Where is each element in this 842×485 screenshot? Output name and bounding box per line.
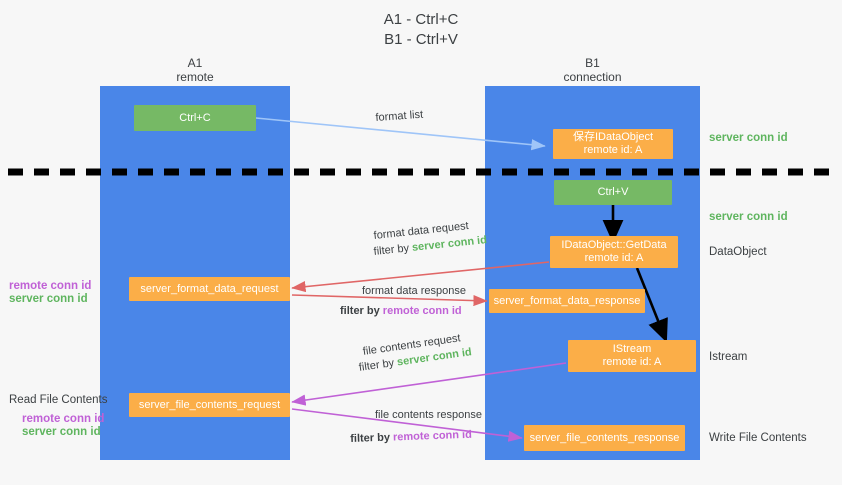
box-server-file-contents-response[interactable]: server_file_contents_response (524, 425, 685, 451)
box-save-idataobject-line2: remote id: A (583, 144, 643, 156)
box-ctrl-c[interactable]: Ctrl+C (134, 105, 256, 131)
lane-b1-sub: connection (563, 70, 622, 84)
box-server-format-data-request[interactable]: server_format_data_request (129, 277, 290, 301)
title-line-1: A1 - Ctrl+C (383, 11, 459, 28)
lane-header-b1: B1 connection (485, 56, 700, 84)
edge-label-format-data-response-filter: filter by remote conn id (340, 304, 462, 318)
label-server-conn-id-top: server conn id (709, 132, 788, 144)
filter-prefix: filter by (373, 241, 413, 258)
lane-a1-sub: remote (176, 70, 214, 84)
filter-prefix: filter by (350, 431, 394, 445)
filter-value-remote-conn-id: remote conn id (392, 428, 473, 444)
label-server-conn-id-2: server conn id (22, 426, 101, 438)
box-server-format-data-request-label: server_format_data_request (140, 282, 279, 295)
label-server-conn-id-1: server conn id (9, 293, 88, 305)
box-server-file-contents-request-label: server_file_contents_request (138, 398, 281, 411)
box-save-idataobject-line1: 保存IDataObject (572, 131, 654, 143)
box-getdata-line1: IDataObject::GetData (561, 239, 667, 251)
box-server-format-data-response-label: server_format_data_response (493, 294, 641, 307)
box-server-format-data-response[interactable]: server_format_data_response (489, 289, 645, 313)
filter-prefix: filter by (340, 305, 383, 317)
label-server-conn-id-mid: server conn id (709, 211, 788, 223)
box-ctrl-v[interactable]: Ctrl+V (554, 180, 672, 205)
box-server-file-contents-request[interactable]: server_file_contents_request (129, 393, 290, 417)
label-remote-conn-id-2: remote conn id (22, 413, 105, 425)
title-line-2: B1 - Ctrl+V (384, 31, 458, 48)
label-read-file-contents: Read File Contents (9, 394, 108, 406)
box-ctrl-c-label: Ctrl+C (179, 111, 211, 124)
edge-label-format-list: format list (375, 108, 424, 124)
filter-prefix: filter by (358, 356, 398, 374)
box-istream[interactable]: IStream remote id: A (568, 340, 696, 372)
label-dataobject: DataObject (709, 246, 767, 258)
label-remote-conn-id-1: remote conn id (9, 280, 92, 292)
box-istream-line1: IStream (612, 343, 652, 355)
label-write-file-contents: Write File Contents (709, 432, 807, 444)
filter-value-remote-conn-id: remote conn id (382, 305, 462, 317)
box-istream-line2: remote id: A (602, 356, 662, 368)
lane-b1-name: B1 (585, 56, 600, 70)
box-idataobject-getdata[interactable]: IDataObject::GetData remote id: A (550, 236, 678, 268)
lane-a1-name: A1 (187, 56, 203, 70)
box-ctrl-v-label: Ctrl+V (597, 186, 629, 198)
box-save-idataobject[interactable]: 保存IDataObject remote id: A (553, 129, 673, 159)
box-getdata-line2: remote id: A (584, 252, 644, 264)
lane-header-a1: A1 remote (100, 56, 290, 84)
label-istream: Istream (709, 351, 748, 363)
edge-label-format-data-response: format data response (362, 285, 466, 297)
box-server-file-contents-response-label: server_file_contents_response (529, 431, 680, 444)
edge-label-file-contents-response: file contents response (375, 409, 483, 421)
diagram-title: A1 - Ctrl+C B1 - Ctrl+V (0, 10, 842, 50)
edge-label-file-contents-response-filter: filter by remote conn id (350, 428, 472, 446)
